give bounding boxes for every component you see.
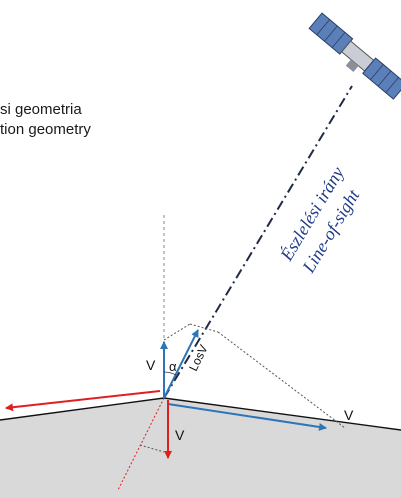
title-line-1: si geometria [0,101,82,118]
projection-line-right [217,331,346,429]
satellite-icon [308,12,401,100]
title-line-2: tion geometry [0,121,91,138]
los-velocity-vector [163,329,199,399]
projection-line-v [163,323,191,341]
projection-line-down [117,397,165,491]
v-down-label: V [175,427,185,443]
projection-line-top [189,323,219,333]
v-right-label: V [344,407,354,423]
alpha-angle-arc [163,371,177,376]
horizontal-right-vector [167,403,327,431]
alpha-label: α [169,359,177,374]
horizontal-left-vector [5,390,161,412]
v-vertical-label: V [146,357,156,373]
projection-line-down-2 [139,444,165,453]
ground-surface [0,398,401,498]
line-of-sight [163,85,353,399]
